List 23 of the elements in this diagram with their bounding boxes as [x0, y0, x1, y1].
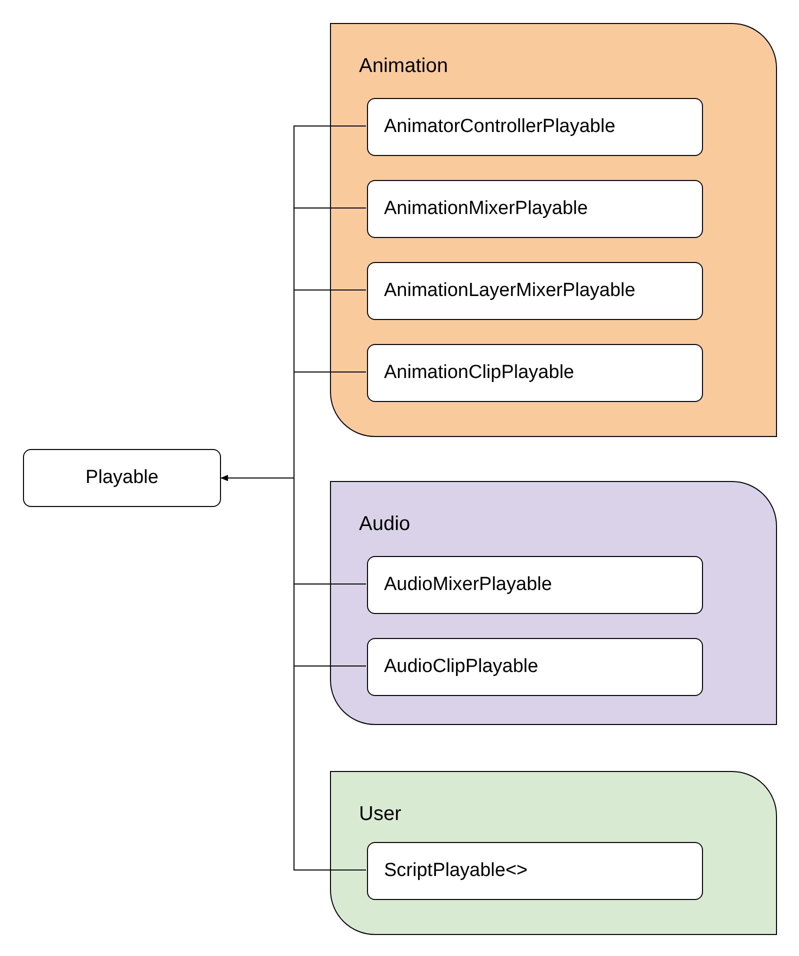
class-box	[367, 262, 703, 320]
class-name: AnimationClipPlayable	[384, 360, 574, 385]
group-panel	[330, 23, 777, 437]
group-heading: Audio	[359, 514, 410, 534]
class-box	[367, 344, 703, 402]
connector-arrow	[220, 475, 366, 870]
class-box	[367, 842, 703, 900]
group-heading: User	[359, 804, 402, 824]
class-name: AudioMixerPlayable	[384, 572, 552, 597]
class-box	[367, 556, 703, 614]
class-name: ScriptPlayable<>	[384, 858, 528, 883]
class-box	[367, 180, 703, 238]
class-box	[23, 449, 221, 507]
class-box	[367, 98, 703, 156]
group-heading: Animation	[359, 56, 448, 76]
class-name: AnimatorControllerPlayable	[384, 114, 616, 139]
class-name: Playable	[86, 466, 158, 490]
group-panel	[330, 771, 777, 935]
class-name: AudioClipPlayable	[384, 654, 538, 679]
class-name: AnimationMixerPlayable	[384, 196, 588, 221]
class-box	[367, 638, 703, 696]
class-name: AnimationLayerMixerPlayable	[384, 278, 636, 303]
group-panel	[330, 481, 777, 725]
